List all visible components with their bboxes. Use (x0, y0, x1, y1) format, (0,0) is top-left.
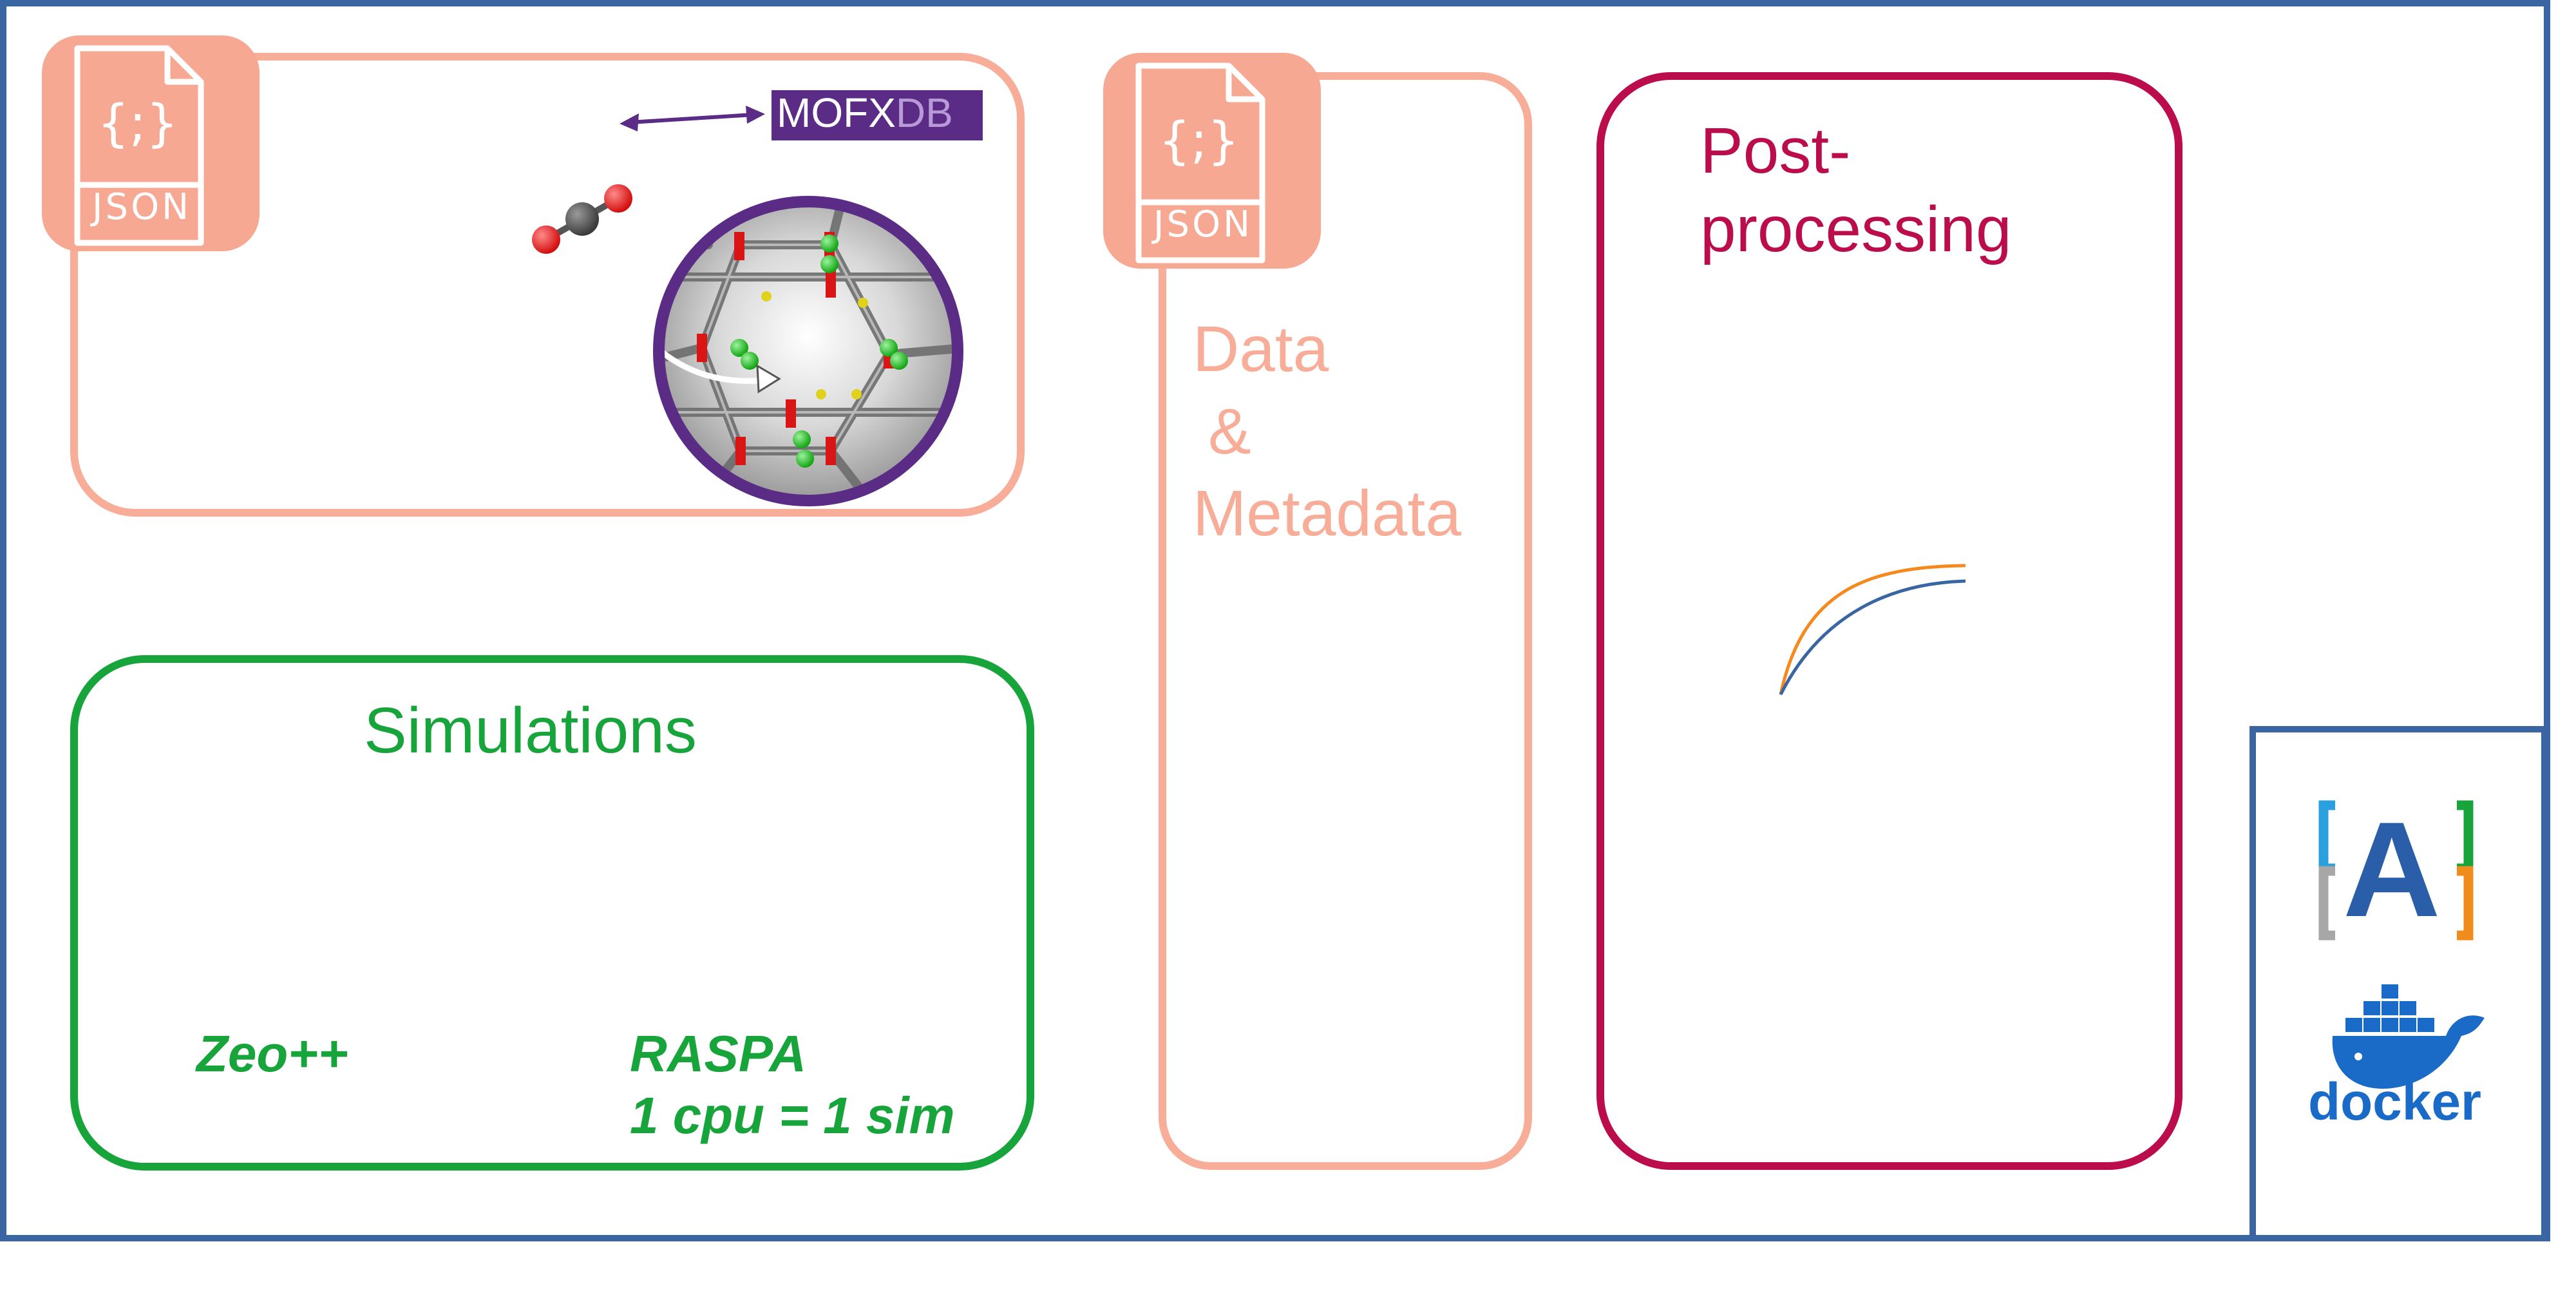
metadata-label: Metadata (1193, 477, 1461, 550)
double-arrow-icon (620, 106, 765, 131)
zeopp-label: Zeo++ (196, 1025, 348, 1082)
json-text-label: JSON (92, 186, 192, 228)
raspa-cpu-label: 1 cpu = 1 sim (630, 1087, 955, 1144)
postprocessing-title-line2: processing (1700, 193, 2012, 265)
postprocessing-title-line1: Post- (1700, 115, 1851, 187)
json-braces-label: {;} (1159, 112, 1240, 170)
raspa-label: RASPA (630, 1025, 807, 1082)
mofxdb-logo-part1: MOFX (777, 90, 896, 136)
co2-molecule-icon (532, 184, 632, 254)
postprocessing-box (1596, 72, 2183, 1170)
data-label: Data (1193, 313, 1329, 385)
docker-logo-text: docker (2308, 1073, 2481, 1131)
workflow-engine-panel (2249, 726, 2548, 1241)
aiida-logo-letter: A (2343, 794, 2441, 945)
input-box (70, 53, 1025, 517)
simulations-box (70, 655, 1034, 1171)
simulations-title: Simulations (364, 694, 697, 767)
outer-frame (0, 0, 2550, 1241)
ampersand-label: & (1208, 396, 1251, 468)
mof-pore-structure-icon (653, 196, 963, 506)
mofxdb-logo-part2: DB (895, 90, 953, 136)
json-file-icon (1103, 53, 1321, 269)
json-file-icon (42, 35, 260, 251)
json-braces-label: {;} (97, 95, 178, 153)
mofxdb-logo: MOFXDB (777, 91, 953, 135)
docker-whale-icon (2332, 984, 2485, 1089)
mofxdb-logo-bg (772, 90, 983, 140)
isotherm-curves-icon (1779, 564, 1966, 696)
aiida-logo-icon (2318, 800, 2474, 941)
json-text-label: JSON (1153, 204, 1253, 245)
data-metadata-box (1159, 72, 1532, 1170)
